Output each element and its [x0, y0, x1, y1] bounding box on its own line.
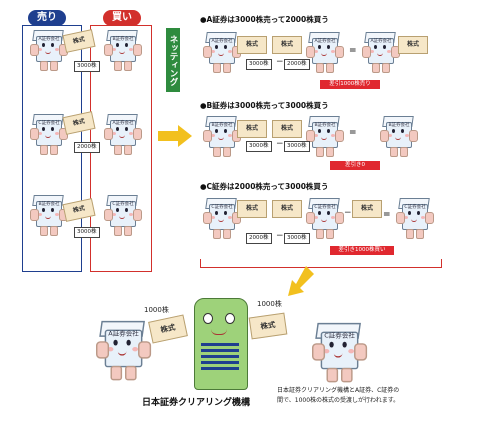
clearing-org-label: 日本証券クリアリング機構	[142, 398, 251, 408]
company-name: B証券会社	[314, 123, 336, 128]
company-c-buyer: C証券会社	[104, 193, 142, 236]
net-result: 差引き1000株買い	[330, 246, 394, 255]
caption-line-1: 日本証券クリアリング機構とA証券、C証券の	[277, 387, 400, 394]
company-name: C証券会社	[404, 205, 426, 210]
company-c-net: C証券会社	[396, 196, 434, 239]
company-name: A証券会社	[370, 39, 392, 44]
company-a-bottom: A証券会社	[96, 318, 152, 381]
company-b-right: B証券会社	[306, 114, 344, 157]
buy-header: 買い	[103, 10, 141, 26]
section-a-title: ●A証券は3000株売って2000株買う	[200, 15, 329, 24]
company-b-left: B証券会社	[203, 114, 241, 157]
company-b-seller: B証券会社	[30, 193, 68, 236]
shares-bought: 3000株	[284, 141, 310, 152]
company-a-right: A証券会社	[306, 30, 344, 73]
minus-sign: −	[276, 57, 284, 67]
section-b-title: ●B証券は3000株売って3000株買う	[200, 101, 329, 110]
company-c-right: C証券会社	[306, 196, 344, 239]
stock-certificate: 株式	[272, 200, 302, 218]
stock-certificate: 株式	[352, 200, 382, 218]
company-a-left: A証券会社	[203, 30, 241, 73]
equals-sign: =	[349, 128, 357, 138]
company-name: A証券会社	[38, 37, 60, 42]
company-name: B証券会社	[211, 123, 233, 128]
shares-sold: 2000株	[246, 233, 272, 244]
bottom-right-shares: 1000株	[257, 300, 282, 308]
stock-certificate: 株式	[272, 36, 302, 54]
shares-label: 2000株	[74, 142, 100, 153]
company-name: C証券会社	[38, 121, 60, 126]
shares-sold: 3000株	[246, 59, 272, 70]
company-name: A証券会社	[211, 39, 233, 44]
company-c-left: C証券会社	[203, 196, 241, 239]
stock-certificate: 株式	[272, 120, 302, 138]
shares-bought: 2000株	[284, 59, 310, 70]
stock-certificate: 株式	[237, 200, 267, 218]
minus-sign: −	[276, 139, 284, 149]
minus-sign: −	[276, 231, 284, 241]
company-c-seller: C証券会社	[30, 112, 68, 155]
company-c-bottom: C証券会社	[312, 320, 368, 383]
minus-sign: −	[344, 208, 352, 218]
stock-certificate: 株式	[398, 36, 428, 54]
stock-certificate: 株式	[148, 314, 188, 344]
company-a-seller: A証券会社	[30, 28, 68, 71]
company-name: C証券会社	[314, 205, 336, 210]
shares-label: 3000株	[74, 227, 100, 238]
section-c-title: ●C証券は2000株売って3000株買う	[200, 182, 329, 191]
company-name: B証券会社	[388, 123, 410, 128]
company-name: C証券会社	[324, 333, 355, 341]
equals-sign: =	[349, 46, 357, 56]
shares-label: 3000株	[74, 61, 100, 72]
company-b-net: B証券会社	[380, 114, 418, 157]
down-arrow-icon	[288, 266, 314, 296]
company-name: B証券会社	[38, 202, 60, 207]
sell-header: 売り	[28, 10, 66, 26]
stock-certificate: 株式	[237, 36, 267, 54]
net-result: 差引1000株売り	[320, 80, 380, 89]
bottom-left-shares: 1000株	[144, 306, 169, 314]
stock-certificate: 株式	[237, 120, 267, 138]
company-a-buyer: A証券会社	[104, 112, 142, 155]
right-arrow-icon	[158, 125, 192, 147]
company-name: C証券会社	[112, 202, 134, 207]
company-name: A証券会社	[314, 39, 336, 44]
equals-sign: =	[383, 210, 391, 220]
company-b-buyer: B証券会社	[104, 28, 142, 71]
company-name: A証券会社	[112, 121, 134, 126]
company-name: B証券会社	[112, 37, 134, 42]
netting-label: ネッティング	[166, 28, 180, 92]
clearing-organization-icon	[194, 298, 248, 390]
net-result: 差引き0	[330, 161, 380, 170]
stock-certificate: 株式	[248, 312, 288, 340]
company-a-net: A証券会社	[362, 30, 400, 73]
caption-line-2: 間で、1000株の株式の受渡しが行われます。	[277, 397, 400, 404]
company-name: A証券会社	[108, 331, 139, 339]
shares-sold: 3000株	[246, 141, 272, 152]
bracket-line	[200, 259, 442, 268]
company-name: C証券会社	[211, 205, 233, 210]
shares-bought: 3000株	[284, 233, 310, 244]
